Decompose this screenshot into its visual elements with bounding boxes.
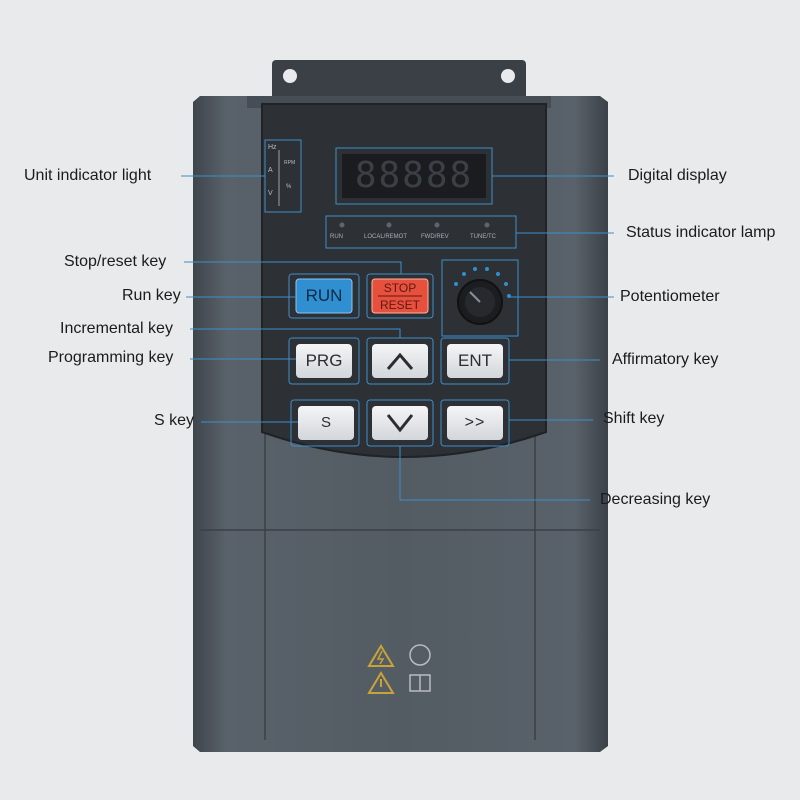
pot-dot [496,272,500,276]
digital-display-digits: 88888 [354,155,474,196]
label-status-indicator-lamp: Status indicator lamp [626,224,776,241]
status-label-run: RUN [330,234,343,240]
up-key[interactable] [372,344,428,378]
status-led-run [339,222,345,228]
pot-dot [504,282,508,286]
potentiometer-pointer [469,291,481,303]
ent-key-frame [440,337,510,385]
run-key-frame [288,273,360,319]
ent-key-label: ENT [458,351,492,370]
unit-small-percent: % [286,184,292,190]
leader-stop-reset [184,261,402,274]
reset-key-label: RESET [379,298,420,312]
status-led-fwd [434,222,440,228]
status-label-tune: TUNE/TC [470,234,496,240]
label-unit-indicator-light: Unit indicator light [24,167,152,184]
stop-key-label: STOP [383,281,417,295]
unit-letter-hz: Hz [268,144,277,151]
shift-key-label: >> [464,414,486,431]
potentiometer-frame [441,259,519,337]
caution-warning-icon [367,671,395,694]
label-s-key: S key [154,412,195,429]
label-programming-key: Programming key [48,349,174,366]
label-shift-key: Shift key [603,410,665,427]
unit-letter-a: A [268,167,273,174]
s-key-frame [290,399,360,447]
leader-lines [181,175,614,501]
unit-small-rpm: RPM [284,160,296,166]
unit-letter-v: V [268,190,273,197]
label-potentiometer: Potentiometer [620,288,720,305]
leader-decreasing [399,446,590,501]
status-lamp-frame [325,215,517,249]
leader-incremental [190,328,401,338]
mount-hole-left [283,69,297,83]
digital-display [342,154,486,198]
up-arrow-icon [386,352,414,370]
pot-dot [462,272,466,276]
discharge-time-icon [409,644,431,666]
s-key-label: S [320,414,331,431]
status-label-fwd: FWD/REV [421,234,449,240]
mounting-bracket [272,60,526,100]
run-key[interactable] [295,278,353,314]
status-led-tune [484,222,490,228]
down-arrow-icon [386,414,414,433]
status-led-local [386,222,392,228]
pot-dot [454,282,458,286]
label-run-key: Run key [122,287,181,304]
label-decreasing-key: Decreasing key [600,491,711,508]
stop-key-frame [366,273,434,319]
label-incremental-key: Incremental key [60,320,173,337]
label-stop-reset-key: Stop/reset key [64,253,167,270]
s-key[interactable] [298,406,354,440]
unit-indicator-letters: Hz A V [268,143,298,198]
electric-warning-icon [367,644,395,667]
label-digital-display: Digital display [628,167,727,184]
pot-dot [485,267,489,271]
pot-dot [473,267,477,271]
shift-key[interactable] [447,406,503,440]
lightning-icon [376,650,385,665]
ent-key[interactable] [447,344,503,378]
prg-key-label: PRG [305,351,343,370]
prg-key[interactable] [296,344,352,378]
prg-key-frame [288,337,360,385]
label-affirmatory-key: Affirmatory key [612,351,719,368]
mount-hole-right [501,69,515,83]
run-key-label: RUN [305,286,343,305]
shift-key-frame [440,399,510,447]
status-label-local: LOCAL/REMOT [364,234,408,240]
down-key[interactable] [372,406,428,440]
